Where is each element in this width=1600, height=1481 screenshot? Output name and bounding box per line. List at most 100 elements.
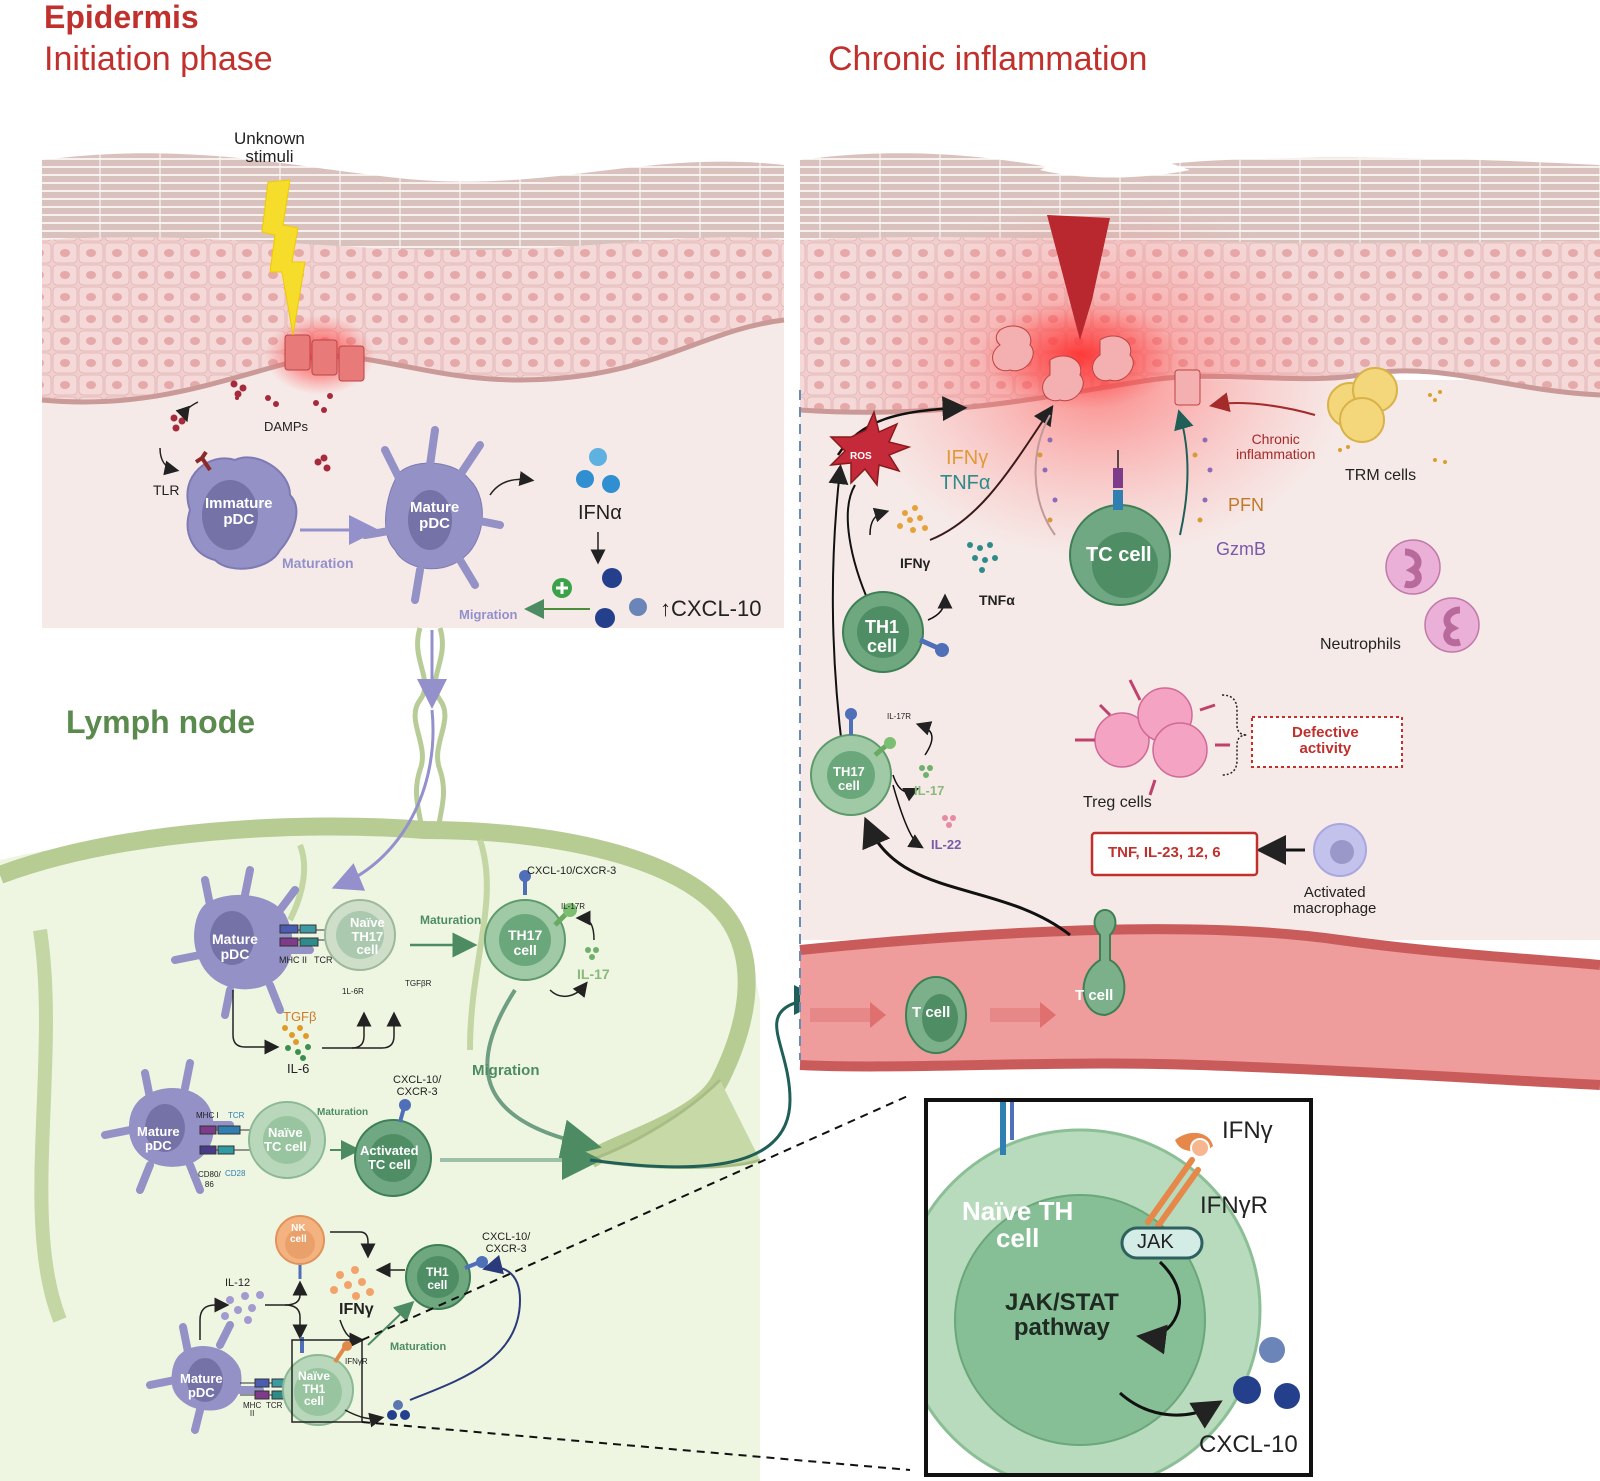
- zoom-guide-bottom: [361, 1421, 911, 1471]
- lightning-bolt-icon: [261, 179, 306, 336]
- label-damps: DAMPs: [264, 419, 309, 434]
- jak-pill: [1120, 1226, 1204, 1260]
- lymph-row3-il12: IL-12: [225, 1277, 251, 1289]
- ifna-molecules: [576, 448, 620, 493]
- label-il22: IL-22: [931, 837, 962, 852]
- label-ifna: IFNα: [578, 502, 622, 524]
- mhc-tcr-complex-1: [279, 924, 340, 947]
- zoom-guide-top: [361, 1094, 911, 1341]
- label-il17-chronic: IL-17: [914, 783, 945, 798]
- blood-vessel: [800, 929, 1600, 1085]
- lymph-row1-cxcl10: CXCL-10/CXCR-3: [527, 865, 617, 877]
- label-immature-pdc: Immature pDC: [205, 495, 273, 528]
- t-cell-extravasating: [1082, 908, 1126, 1017]
- lymph-row2-tcr: TCR: [228, 1111, 245, 1120]
- label-cytokines: TNF, IL-23, 12, 6: [1108, 844, 1221, 861]
- cytokines-box: [1090, 831, 1259, 877]
- lymph-row1-mhc: MHC II: [279, 955, 307, 965]
- inset-jakstat: JAK/STAT pathway: [1005, 1289, 1119, 1342]
- lymph-row2-cd28: CD28: [225, 1169, 246, 1178]
- lymph-row2-mhc: MHC I: [196, 1111, 219, 1120]
- lymph-row2-pdc-label: Mature pDC: [137, 1124, 180, 1153]
- lymph-row3-nk-label: NK cell: [290, 1223, 307, 1245]
- cxcl10-molecules: [595, 568, 647, 628]
- label-ros: ROS: [850, 451, 872, 462]
- zoom-box: [291, 1339, 363, 1423]
- lymph-row1-maturation: Maturation: [420, 913, 482, 927]
- mature-pdc-cell: [361, 426, 504, 604]
- epidermis-initiation-panel: [41, 153, 785, 628]
- label-ifng: IFNγ: [900, 555, 931, 571]
- lymph-row3-mhc: MHC II: [243, 1401, 262, 1419]
- lymph-row1-il6r: 1L-6R: [342, 987, 364, 996]
- lymph-row1-tcr: TCR: [314, 955, 333, 965]
- lymph-row1-il17r: IL-17R: [561, 902, 586, 911]
- label-tnfa-top: TNFα: [940, 472, 991, 494]
- label-chronic-inflammation: Chronic inflammation: [1236, 431, 1316, 462]
- header-epidermis: Epidermis: [44, 0, 199, 35]
- lymph-row2-activated-label: Activated TC cell: [360, 1143, 419, 1172]
- inset-ifngr: IFNγR: [1200, 1192, 1268, 1219]
- treg-cells: [1075, 679, 1230, 796]
- label-activated-macrophage: Activated macrophage: [1293, 884, 1377, 917]
- label-ifng-top: IFNγ: [946, 447, 989, 469]
- lymph-row2-naive-label: Naïve TC cell: [264, 1125, 307, 1154]
- mhc-tcr-complex-2: [199, 1125, 255, 1155]
- inset-ifng: IFNγ: [1222, 1117, 1273, 1144]
- lymph-row3-ifng: IFNγ: [339, 1301, 374, 1318]
- lymph-row1-pdc-label: Mature pDC: [212, 931, 258, 962]
- header-chronic-inflammation: Chronic inflammation: [828, 40, 1148, 78]
- label-th1-chronic: TH1 cell: [865, 617, 900, 656]
- label-maturation: Maturation: [282, 555, 354, 571]
- lymph-row3-maturation: Maturation: [390, 1341, 447, 1353]
- lymph-row1-tgfb: TGFβ: [283, 1009, 317, 1024]
- label-il17r: IL-17R: [887, 712, 912, 721]
- label-pfn: PFN: [1228, 495, 1264, 515]
- label-defective-activity: Defective activity: [1292, 724, 1359, 757]
- ros-star-icon: [828, 409, 912, 487]
- lymph-mature-pdc-3: [146, 1321, 264, 1434]
- damps-particles: [170, 380, 333, 472]
- lymph-row2-cd80: CD80/ 86: [198, 1170, 221, 1189]
- label-migration: Migration: [459, 607, 518, 622]
- label-t-cell-vessel: T cell: [912, 1004, 951, 1021]
- label-cxcl10-up: ↑CXCL-10: [660, 596, 762, 621]
- lymph-row3-naive-label: Naïve TH1 cell: [298, 1369, 331, 1409]
- label-gzmb: GzmB: [1216, 539, 1267, 559]
- label-tlr: TLR: [153, 482, 180, 498]
- label-mature-pdc: Mature pDC: [410, 499, 460, 532]
- immature-pdc-cell: [186, 450, 298, 570]
- label-trm-cells: TRM cells: [1345, 467, 1417, 484]
- trm-cells: [1327, 367, 1447, 464]
- header-lymph-node: Lymph node: [66, 704, 256, 740]
- inset-jak: JAK: [1137, 1231, 1174, 1253]
- lymph-mature-pdc-1: [171, 866, 314, 1019]
- lymph-mature-pdc-2: [101, 1059, 234, 1194]
- lymph-row2-cxcl10: CXCL-10/ CXCR-3: [393, 1074, 442, 1098]
- lymph-row1-il17: IL-17: [577, 966, 610, 982]
- lymph-row1-th17-label: TH17 cell: [508, 927, 543, 958]
- neutrophils: [1385, 539, 1480, 653]
- lymph-migration: Migration: [472, 1062, 540, 1079]
- label-th17-chronic: TH17 cell: [833, 764, 865, 793]
- inset-naive-label: Naïve TH cell: [962, 1196, 1074, 1254]
- label-t-cell-extravasating: T cell: [1075, 987, 1114, 1004]
- lymph-row3-tcr: TCR: [266, 1401, 283, 1410]
- header-initiation-phase: Initiation phase: [44, 40, 273, 78]
- label-tc-cell: TC cell: [1086, 544, 1152, 566]
- jak-stat-inset: [924, 1098, 1313, 1477]
- lymph-row3-th1-label: TH1 cell: [426, 1265, 449, 1292]
- lymph-row3-pdc-label: Mature pDC: [180, 1371, 223, 1400]
- label-neutrophils: Neutrophils: [1320, 636, 1401, 653]
- label-unknown-stimuli: Unknown stimuli: [234, 129, 305, 166]
- lymph-row1-il6: IL-6: [287, 1061, 310, 1076]
- defective-activity-box: [1251, 716, 1403, 768]
- label-treg-cells: Treg cells: [1083, 794, 1152, 811]
- lymph-row2-maturation: Maturation: [317, 1107, 369, 1118]
- lymph-row3-ifngr: IFNγR: [345, 1357, 368, 1366]
- lymph-row1-naive-label: Naïve TH17 cell: [350, 915, 385, 958]
- lymph-row3-cxcl10: CXCL-10/ CXCR-3: [482, 1231, 531, 1255]
- inset-cxcl10: CXCL-10: [1199, 1431, 1298, 1458]
- label-tnfa: TNFα: [979, 592, 1015, 608]
